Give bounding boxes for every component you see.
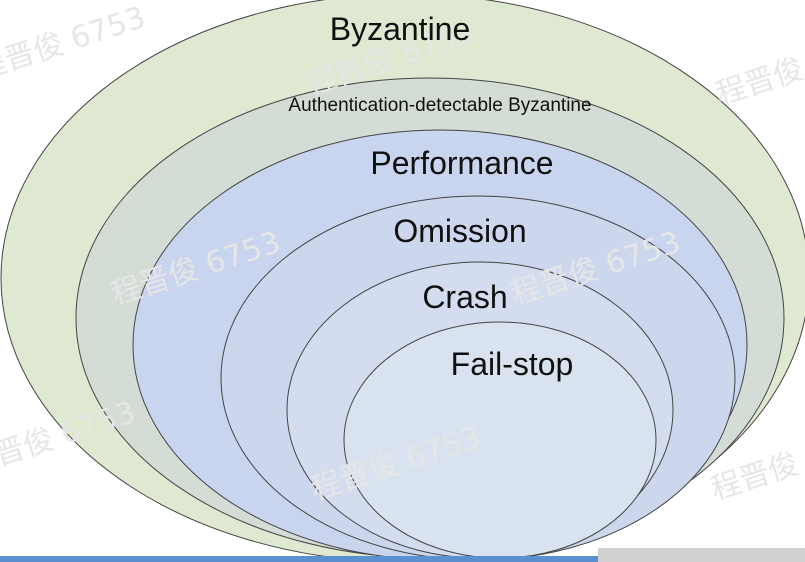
label-omission: Omission (393, 213, 526, 249)
label-performance: Performance (370, 145, 553, 181)
video-overlay-corner (598, 548, 805, 562)
label-byzantine: Byzantine (330, 11, 471, 47)
slide-bottom-bar (0, 556, 805, 562)
label-fail-stop: Fail-stop (451, 346, 574, 382)
watermark-text: 程晋俊 6753 (712, 25, 805, 113)
label-crash: Crash (422, 279, 507, 315)
label-authentication-detectable-byzantine: Authentication-detectable Byzantine (288, 95, 591, 116)
